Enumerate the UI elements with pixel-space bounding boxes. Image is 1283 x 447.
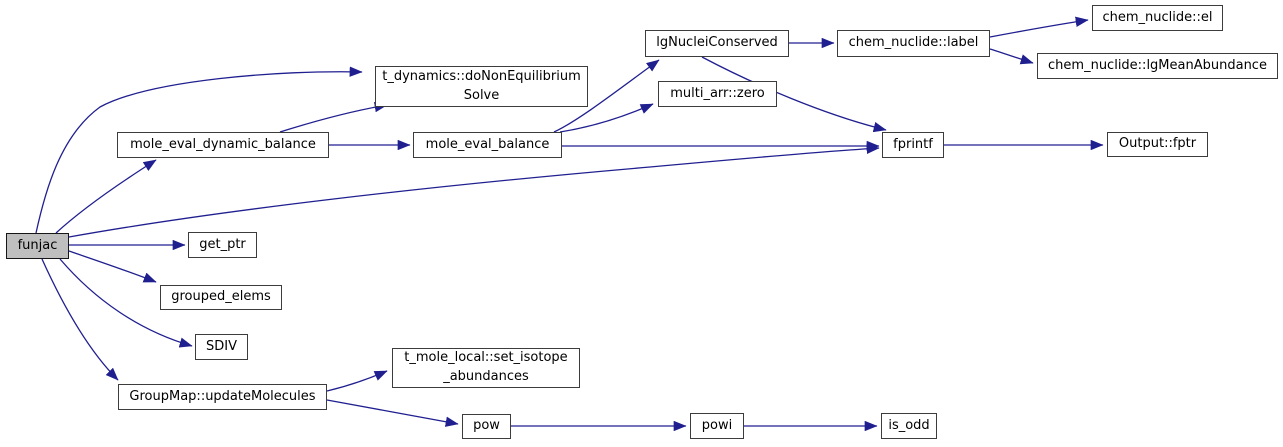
edge-mole_eval_balance-to-multi_arr_zero	[559, 103, 654, 133]
node-pow[interactable]: pow	[462, 414, 511, 439]
edge-chem_nuclide_label-to-lgMeanAbundance	[989, 48, 1034, 65]
node-mole_eval_dynamic_balance[interactable]: mole_eval_dynamic_balance	[117, 132, 329, 158]
edge-updateMolecules-to-set_isotope_abundances	[326, 370, 388, 392]
node-funjac[interactable]: funjac	[6, 233, 69, 259]
node-chem_nuclide-lgMeanAbundance[interactable]: chem_nuclide::lgMeanAbundance	[1037, 53, 1278, 79]
edge-mole_eval_dynamic_balance-to-doNonEquilibriumSolve	[279, 101, 388, 133]
node-multi_arr-zero[interactable]: multi_arr::zero	[658, 81, 777, 107]
node-GroupMap-updateMolecules[interactable]: GroupMap::updateMolecules	[118, 384, 327, 410]
edge-chem_nuclide_label-to-chem_nuclide_el	[989, 16, 1089, 38]
node-mole_eval_balance[interactable]: mole_eval_balance	[413, 132, 562, 158]
node-get_ptr[interactable]: get_ptr	[188, 232, 257, 258]
edge-funjac-to-SDIV	[59, 258, 193, 348]
node-is_odd[interactable]: is_odd	[881, 413, 937, 439]
edge-mole_eval_balance-to-lgNucleiConserved	[553, 59, 660, 133]
node-fprintf[interactable]: fprintf	[882, 132, 944, 158]
node-powi[interactable]: powi	[690, 413, 744, 439]
node-grouped_elems[interactable]: grouped_elems	[160, 285, 282, 310]
edge-funjac-to-fprintf	[68, 143, 880, 238]
node-Output-fptr[interactable]: Output::fptr	[1107, 132, 1208, 157]
edge-lgNucleiConserved-to-fprintf	[701, 56, 887, 133]
node-t_mole_local-set_isotope_abundances[interactable]: t_mole_local::set_isotope _abundances	[392, 348, 580, 388]
edge-updateMolecules-to-pow	[326, 399, 459, 427]
node-SDIV[interactable]: SDIV	[195, 334, 248, 360]
node-t_dynamics-doNonEquilibriumSolve[interactable]: t_dynamics::doNonEquilibrium Solve	[375, 66, 588, 107]
node-lgNucleiConserved[interactable]: lgNucleiConserved	[645, 30, 789, 57]
node-chem_nuclide-label[interactable]: chem_nuclide::label	[837, 30, 990, 57]
node-chem_nuclide-el[interactable]: chem_nuclide::el	[1092, 5, 1223, 31]
edge-funjac-to-updateMolecules	[41, 258, 119, 381]
edge-funjac-to-mole_eval_dynamic_balance	[55, 159, 157, 234]
edge-funjac-to-grouped_elems	[68, 250, 157, 283]
edge-funjac-to-doNonEquilibriumSolve	[35, 66, 363, 234]
